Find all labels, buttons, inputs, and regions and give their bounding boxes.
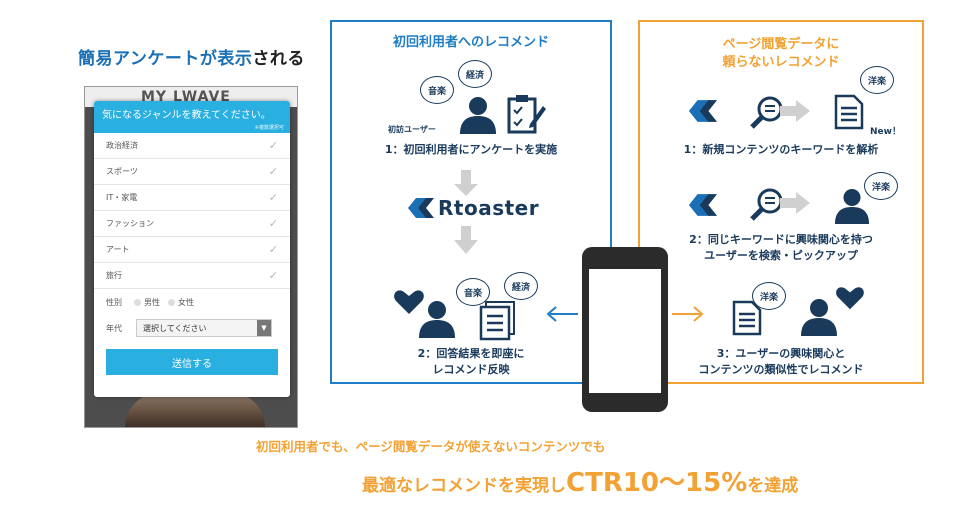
summary-line-1: 初回利用者でも、ページ閲覧データが使えないコンテンツでも (256, 439, 606, 454)
orange-step-3-line2: コンテンツの類似性でレコメンド (698, 363, 864, 376)
survey-modal: 気になるジャンルを教えてください。 ※複数選択可 政治経済 ✓ スポーツ ✓ IT・… (94, 101, 290, 397)
survey-modal-header: 気になるジャンルを教えてください。 ※複数選択可 (94, 101, 290, 133)
genre-option[interactable]: スポーツ ✓ (94, 159, 290, 185)
blue-step-2-line2: レコメンド反映 (432, 363, 510, 376)
summary-line-2-post: を達成 (747, 476, 799, 496)
submit-button[interactable]: 送信する (106, 349, 278, 375)
heart-icon (394, 290, 424, 314)
survey-heading-dark: される (252, 49, 305, 69)
genre-label: アート (106, 245, 130, 254)
rtoaster-mark-icon (408, 198, 434, 218)
user-icon (460, 97, 496, 134)
smartphone-illustration (582, 247, 668, 412)
blue-step-2: 2：回答結果を即座に レコメンド反映 (340, 346, 602, 378)
user-icon (834, 188, 870, 224)
orange-title-line1: ページ閲覧データに (722, 37, 840, 52)
genre-label: 政治経済 (106, 141, 138, 150)
check-icon: ✓ (268, 165, 278, 178)
genre-option[interactable]: ファッション ✓ (94, 211, 290, 237)
documents-icon (479, 301, 515, 341)
survey-heading-blue: 簡易アンケートが表示 (78, 49, 253, 69)
gender-option-label: 女性 (178, 297, 194, 307)
rtoaster-mark-icon (688, 194, 718, 216)
multi-select-note: ※複数選択可 (254, 125, 284, 131)
ctr-result: CTR10〜15% (566, 468, 748, 498)
smartphone-screen (589, 269, 661, 393)
arrow-down-icon (454, 226, 478, 254)
interest-bubble: 経済 (504, 272, 538, 300)
blue-step-2-line1: 2：回答結果を即座に (417, 347, 525, 360)
genre-label: ファッション (106, 219, 154, 228)
orange-title-line2: 頼らないレコメンド (722, 55, 840, 70)
check-icon: ✓ (268, 217, 278, 230)
age-field: 年代 選択してください ▼ (94, 315, 290, 341)
genre-label: 旅行 (106, 271, 122, 280)
summary-line-2: 最適なレコメンドを実現しCTR10〜15%を達成 (0, 462, 980, 499)
age-select[interactable]: 選択してください ▼ (136, 319, 272, 337)
arrow-right-icon (780, 192, 810, 214)
magnifier-icon (750, 188, 783, 221)
first-user-label: 初訪ユーザー (388, 125, 436, 134)
interest-bubble: 経済 (458, 60, 492, 88)
heart-icon (836, 287, 864, 310)
check-icon: ✓ (268, 191, 278, 204)
gender-radio-female[interactable] (168, 298, 175, 306)
orange-step-1: 1：新規コンテンツのキーワードを解析 (683, 143, 879, 156)
rtoaster-logo: Rtoaster (408, 196, 539, 220)
arrow-left-icon (546, 306, 578, 322)
orange-step-3-line1: 3：ユーザーの興味関心と (716, 347, 846, 360)
no-browsing-data-panel-title: ページ閲覧データに 頼らないレコメンド (640, 36, 922, 72)
interest-bubble: 洋楽 (860, 66, 894, 94)
orange-step-2-line2: ユーザーを検索・ピックアップ (704, 249, 858, 262)
genre-option[interactable]: 旅行 ✓ (94, 263, 290, 289)
check-icon: ✓ (268, 139, 278, 152)
gender-radio-male[interactable] (134, 298, 141, 306)
age-select-value: 選択してください (143, 323, 207, 333)
age-label: 年代 (106, 323, 122, 333)
rtoaster-wordmark: Rtoaster (438, 196, 540, 220)
genre-option[interactable]: IT・家電 ✓ (94, 185, 290, 211)
check-icon: ✓ (268, 269, 278, 282)
background-photo (125, 393, 265, 427)
interest-bubble: 音楽 (456, 278, 490, 306)
orange-step-2: 2：同じキーワードに興味関心を持つ ユーザーを検索・ピックアップ (650, 232, 912, 264)
document-icon (732, 300, 762, 336)
gender-label: 性別 (106, 297, 122, 307)
arrow-right-icon (672, 306, 704, 322)
survey-heading: 簡易アンケートが表示される (78, 44, 305, 69)
arrow-down-icon (454, 170, 478, 196)
survey-clipboard-icon (507, 95, 546, 134)
orange-step-3: 3：ユーザーの興味関心と コンテンツの類似性でレコメンド (650, 346, 912, 378)
new-label: New！ (870, 127, 901, 137)
genre-label: スポーツ (106, 167, 138, 176)
interest-bubble: 洋楽 (752, 282, 786, 310)
check-icon: ✓ (268, 243, 278, 256)
interest-bubble: 洋楽 (864, 172, 898, 200)
user-icon (801, 299, 837, 336)
arrow-right-icon (780, 100, 810, 122)
document-icon (834, 94, 864, 130)
genre-option[interactable]: 政治経済 ✓ (94, 133, 290, 159)
blue-step-1: 1：初回利用者にアンケートを実施 (384, 143, 558, 156)
summary-line-2-pre: 最適なレコメンドを実現し (362, 476, 566, 496)
survey-screenshot: MY LWAVE 気になるジャンルを教えてください。 ※複数選択可 政治経済✓ … (84, 86, 298, 428)
survey-question: 気になるジャンルを教えてください。 (102, 110, 271, 121)
genre-option[interactable]: アート ✓ (94, 237, 290, 263)
gender-option-label: 男性 (144, 297, 160, 307)
interest-bubble: 音楽 (420, 76, 454, 104)
gender-field: 性別 男性 女性 (94, 289, 290, 315)
user-icon (419, 301, 455, 338)
magnifier-icon (750, 96, 783, 129)
rtoaster-mark-icon (688, 100, 718, 122)
genre-label: IT・家電 (106, 193, 138, 202)
orange-step-2-line1: 2：同じキーワードに興味関心を持つ (689, 233, 873, 246)
first-user-panel-title: 初回利用者へのレコメンド (392, 35, 549, 50)
dropdown-arrow-icon: ▼ (257, 320, 271, 336)
